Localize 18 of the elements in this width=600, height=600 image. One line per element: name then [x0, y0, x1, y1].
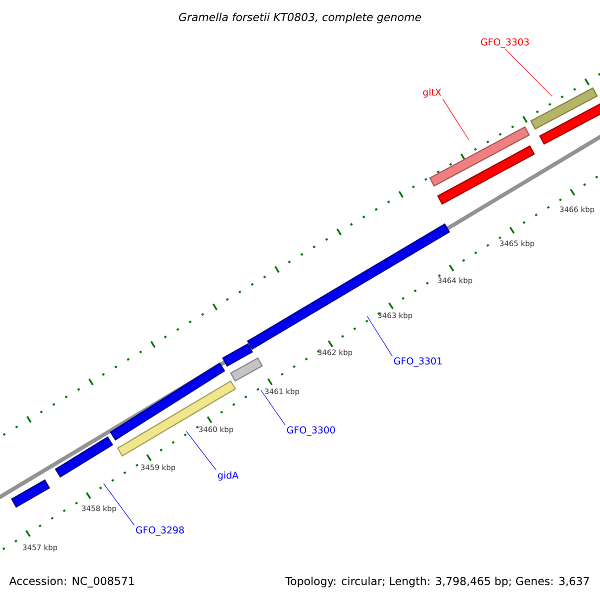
leader-line — [442, 98, 470, 141]
gene-label: GFO_3300 — [287, 426, 335, 436]
genome-info-text: Topology: circular; Length: 3,798,465 bp; Genes: 3,637 — [285, 576, 589, 588]
leader-line — [504, 48, 552, 96]
gene-label: GFO_3303 — [481, 38, 529, 48]
title: Gramella forsetii KT0803, complete genome — [179, 12, 421, 24]
gene-label: gltX — [423, 88, 442, 98]
gene-label: GFO_3298 — [136, 526, 184, 536]
gene-label: GFO_3301 — [394, 357, 442, 367]
gene-bar — [437, 145, 535, 205]
gene-bar — [539, 102, 600, 145]
leader-line — [366, 316, 393, 356]
gene-label: gidA — [218, 471, 238, 481]
gene-bar — [429, 126, 530, 187]
leader-line — [260, 390, 286, 426]
leader-line — [186, 431, 217, 471]
leader-line — [103, 483, 135, 526]
accession-text: Accession: NC_008571 — [9, 576, 134, 588]
